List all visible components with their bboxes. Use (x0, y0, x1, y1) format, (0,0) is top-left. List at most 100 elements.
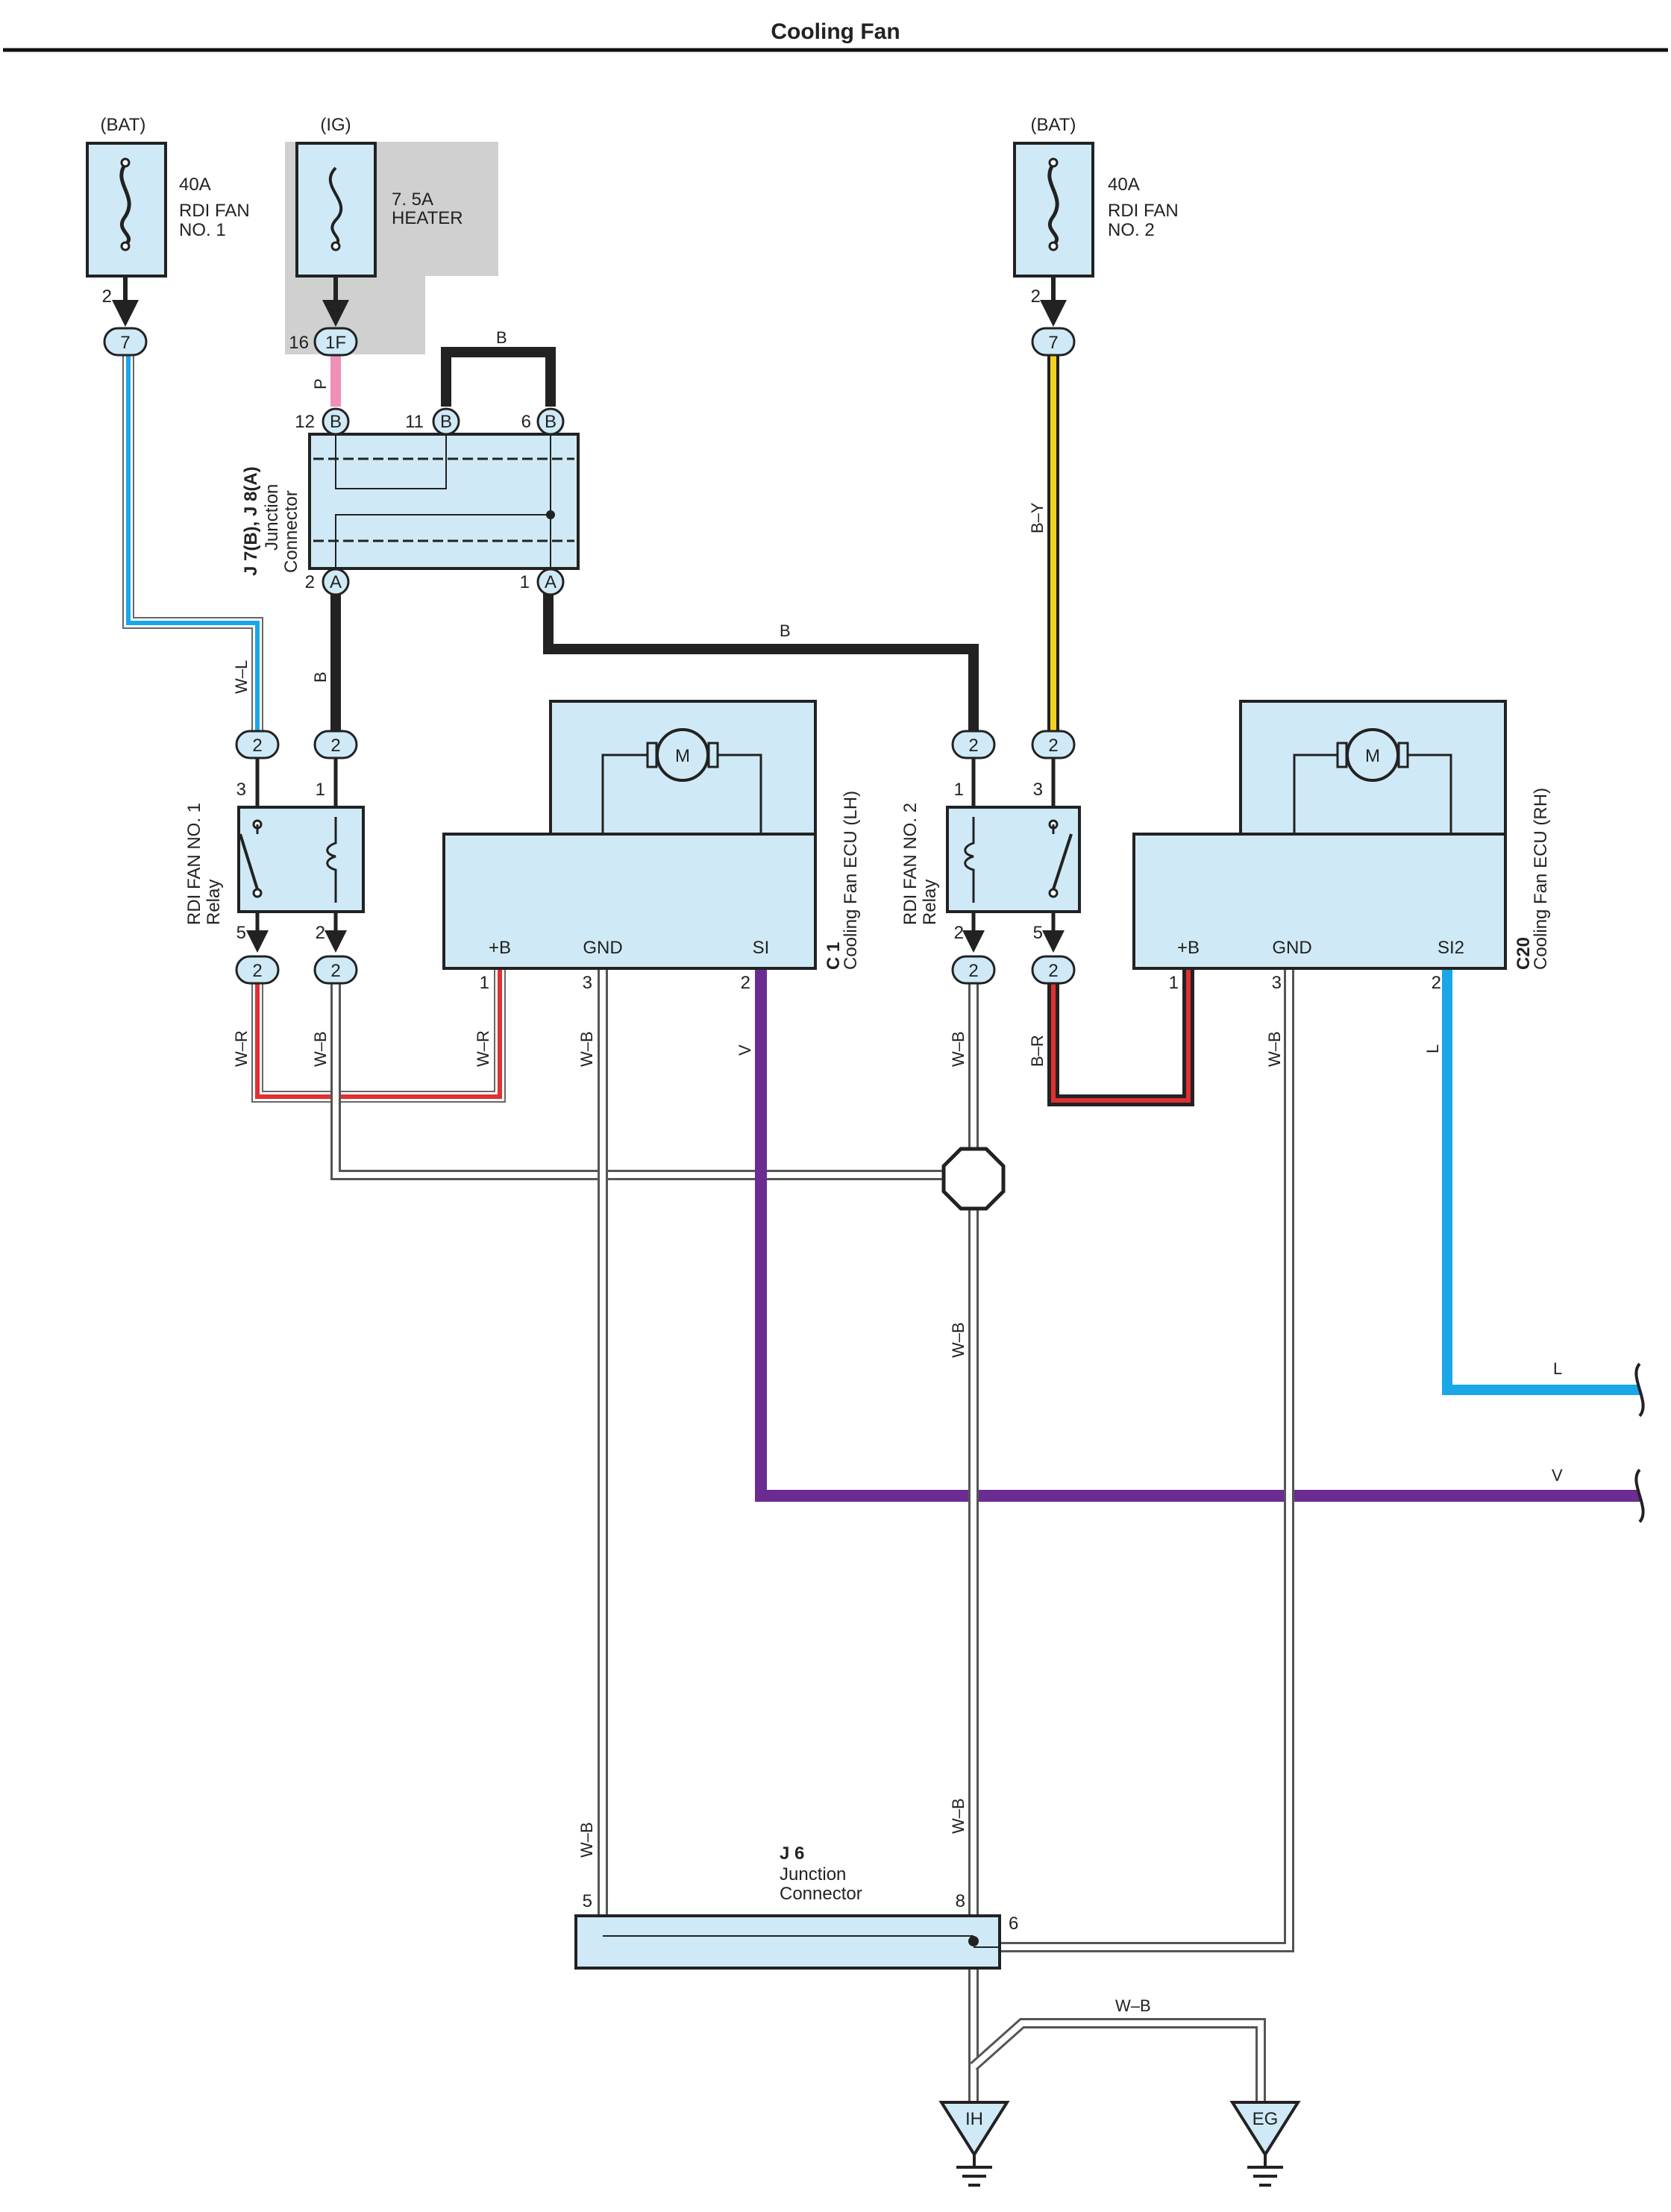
motor-icon (656, 728, 709, 782)
svg-text:Relay: Relay (204, 880, 224, 925)
svg-text:B: B (545, 412, 557, 432)
wire-w-b-ground (970, 2018, 1266, 2119)
svg-text:W–R: W–R (474, 1030, 492, 1067)
svg-text:W–B: W–B (949, 1322, 968, 1358)
svg-text:2: 2 (954, 923, 964, 943)
junction-connector-j6: J 6 Junction Connector 5 8 6 (574, 1843, 1018, 1970)
svg-text:2: 2 (1031, 286, 1041, 307)
svg-text:C 1: C 1 (824, 942, 844, 970)
svg-text:B: B (496, 328, 507, 347)
svg-text:2: 2 (1048, 961, 1058, 981)
svg-text:5: 5 (1033, 923, 1043, 943)
svg-text:IH: IH (965, 2109, 983, 2129)
svg-text:2: 2 (968, 736, 978, 756)
svg-text:1: 1 (954, 780, 964, 800)
svg-text:40A: 40A (179, 175, 211, 195)
svg-text:SI: SI (753, 938, 770, 958)
svg-text:W–B: W–B (1115, 1996, 1151, 2015)
svg-text:3: 3 (236, 780, 246, 800)
svg-text:B: B (311, 671, 330, 683)
svg-text:Cooling Fan ECU (RH): Cooling Fan ECU (RH) (1531, 788, 1551, 970)
svg-text:1: 1 (316, 780, 325, 800)
svg-text:2: 2 (252, 961, 262, 981)
svg-text:3: 3 (583, 973, 592, 993)
svg-text:7. 5A: 7. 5A (392, 189, 433, 210)
svg-text:W–B: W–B (577, 1822, 596, 1858)
svg-text:16: 16 (289, 333, 309, 353)
fuse-rdi-fan-2: (BAT) 40A RDI FAN NO. 2 2 7 (1013, 115, 1179, 357)
svg-text:11: 11 (405, 412, 424, 432)
wire-w-r (251, 970, 506, 1103)
wire-w-b-gnd-rh (1000, 970, 1294, 1952)
wire-light-blue-right (1442, 970, 1640, 1395)
svg-text:1F: 1F (325, 333, 346, 353)
svg-text:1: 1 (520, 572, 530, 592)
junction-connector-j7-j8: B 12 B 11 B 6 A 2 A 1 J 7(B), J 8(A) Jun… (241, 407, 580, 596)
wire-violet (755, 970, 1640, 1502)
svg-text:B: B (330, 412, 342, 432)
svg-text:J 6: J 6 (780, 1843, 804, 1864)
svg-text:W–B: W–B (577, 1031, 596, 1067)
svg-text:NO. 1: NO. 1 (179, 220, 226, 240)
svg-text:RDI FAN NO. 1: RDI FAN NO. 1 (184, 803, 204, 925)
svg-text:2: 2 (968, 961, 978, 981)
svg-text:(BAT): (BAT) (1031, 115, 1076, 135)
svg-text:W–B: W–B (311, 1031, 330, 1067)
ground-ih: IH (938, 2101, 1010, 2187)
svg-text:L: L (1423, 1044, 1442, 1053)
svg-text:1: 1 (1169, 973, 1179, 993)
svg-text:3: 3 (1033, 780, 1043, 800)
svg-text:6: 6 (521, 412, 531, 432)
ground-eg: EG (1229, 2101, 1301, 2187)
svg-text:+B: +B (1177, 938, 1200, 958)
ecu-cooling-fan-lh: M +B GND SI 1 3 2 C 1 Cooling Fan ECU (L… (442, 700, 861, 993)
svg-text:Connector: Connector (281, 490, 301, 573)
svg-text:SI2: SI2 (1438, 938, 1464, 958)
svg-text:J 7(B), J 8(A): J 7(B), J 8(A) (241, 466, 261, 576)
wire-w-l (122, 351, 263, 731)
svg-text:2: 2 (330, 736, 340, 756)
relay-rdi-fan-2: 2 2 1 3 2 5 2 2 RDI FAN NO. 2 Relay (900, 730, 1081, 985)
wire-b-r (1047, 970, 1194, 1106)
svg-text:3: 3 (1272, 973, 1282, 993)
svg-text:(BAT): (BAT) (101, 115, 146, 135)
fuse-rdi-fan-1: (BAT) 40A RDI FAN NO. 1 2 7 (86, 115, 250, 357)
continuation-mark-v (1634, 1468, 1645, 1523)
motor-icon (1346, 728, 1399, 782)
svg-text:W–R: W–R (232, 1030, 251, 1067)
svg-text:2: 2 (316, 923, 325, 943)
svg-text:W–L: W–L (232, 660, 251, 694)
splice-point (941, 1147, 1006, 1211)
svg-text:RDI FAN NO. 2: RDI FAN NO. 2 (900, 803, 921, 925)
svg-text:RDI FAN: RDI FAN (1108, 201, 1179, 221)
svg-text:2: 2 (1048, 736, 1058, 756)
svg-text:W–B: W–B (949, 1798, 968, 1834)
svg-text:12: 12 (295, 412, 315, 432)
svg-text:RDI FAN: RDI FAN (179, 201, 250, 221)
svg-text:W–B: W–B (1265, 1031, 1284, 1067)
svg-text:2: 2 (305, 572, 315, 592)
svg-text:M: M (675, 746, 690, 766)
svg-text:5: 5 (583, 1891, 592, 1911)
svg-text:40A: 40A (1108, 175, 1140, 195)
svg-text:V: V (736, 1044, 754, 1056)
svg-text:B: B (780, 621, 791, 640)
relay-rdi-fan-1: 2 2 3 1 5 2 2 2 RDI FAN NO. 1 Relay (184, 730, 365, 985)
svg-text:L: L (1553, 1359, 1562, 1378)
svg-text:A: A (545, 572, 557, 592)
svg-text:W–B: W–B (949, 1031, 968, 1067)
wire-jumper-b (441, 347, 556, 407)
svg-text:A: A (330, 572, 342, 592)
wire-w-b-relay1 (330, 970, 974, 1180)
svg-text:7: 7 (120, 333, 130, 353)
svg-text:HEATER: HEATER (392, 208, 463, 228)
continuation-mark-l (1634, 1362, 1645, 1417)
svg-text:Connector: Connector (780, 1884, 862, 1904)
svg-text:+B: +B (489, 938, 511, 958)
svg-text:Cooling Fan ECU (LH): Cooling Fan ECU (LH) (841, 791, 861, 970)
svg-text:Relay: Relay (920, 880, 940, 925)
svg-text:8: 8 (956, 1891, 965, 1911)
svg-text:V: V (1552, 1466, 1563, 1485)
wire-black-long (543, 593, 979, 731)
svg-text:P: P (311, 378, 330, 389)
